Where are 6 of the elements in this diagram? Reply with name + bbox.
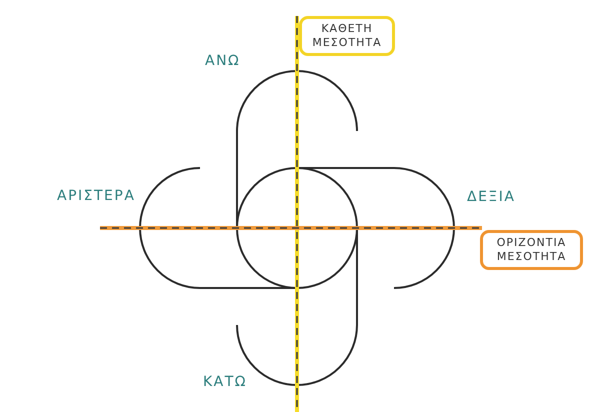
axis-name-tag: ΟΡΙΖΟΝΤΙΑ ΜΕΣΟΤΗΤΑ	[480, 230, 583, 270]
direction-label: ΑΡΙΣΤΕΡΑ	[57, 188, 136, 205]
direction-label: ΔΕΞΙΑ	[467, 189, 516, 206]
direction-label: ΑΝΩ	[205, 53, 240, 70]
direction-label: ΚΑΤΩ	[203, 374, 248, 391]
axis-name-tag: ΚΑΘΕΤΗ ΜΕΣΟΤΗΤΑ	[299, 16, 395, 56]
